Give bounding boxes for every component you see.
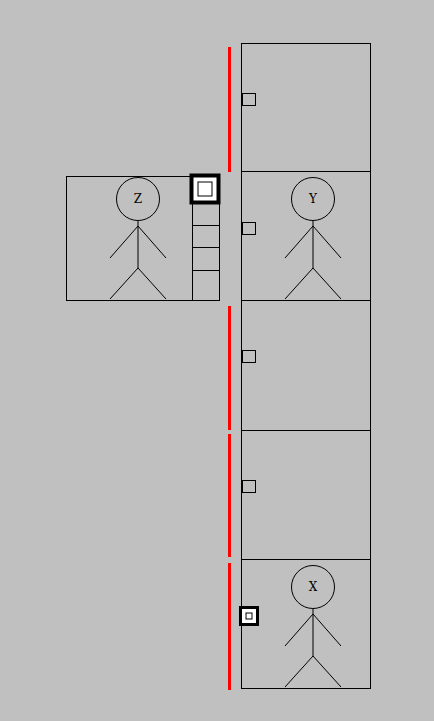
position-marker bbox=[246, 613, 252, 619]
door-handle bbox=[243, 223, 256, 235]
figure-letter: Z bbox=[134, 192, 142, 206]
stick-figure bbox=[110, 221, 166, 299]
room bbox=[67, 177, 220, 301]
figure-head: X bbox=[291, 565, 335, 609]
door-handle bbox=[243, 481, 256, 493]
position-marker bbox=[198, 182, 212, 196]
door-handle bbox=[243, 94, 256, 106]
room bbox=[242, 431, 371, 560]
position-marker bbox=[241, 608, 258, 625]
door-handle bbox=[243, 351, 256, 363]
figure-head: Y bbox=[291, 177, 335, 221]
red-barrier bbox=[228, 47, 231, 690]
figure-letter: X bbox=[309, 580, 318, 594]
figure-letter: Y bbox=[309, 192, 317, 206]
room bbox=[242, 44, 371, 172]
ladder bbox=[192, 176, 220, 300]
position-marker bbox=[192, 176, 219, 203]
stick-figure bbox=[285, 609, 341, 687]
figure-head: Z bbox=[116, 177, 160, 221]
room bbox=[242, 560, 371, 689]
room bbox=[242, 172, 371, 301]
room bbox=[242, 301, 371, 431]
stick-figure bbox=[285, 221, 341, 299]
